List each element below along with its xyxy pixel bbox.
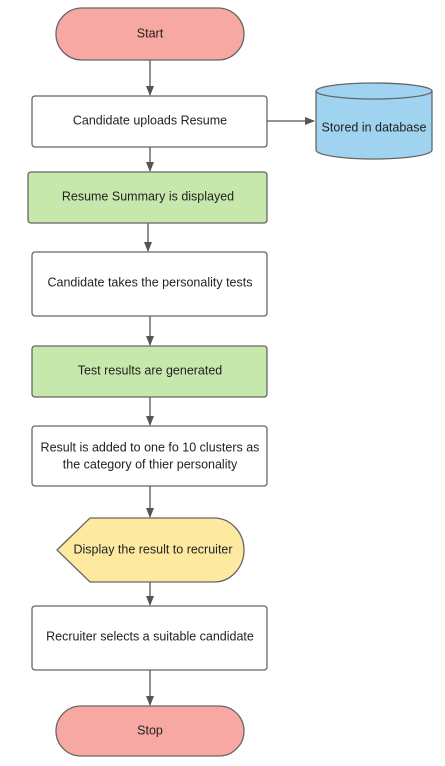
recruiter-label: Recruiter selects a suitable candidate [46,629,254,643]
upload-label: Candidate uploads Resume [73,113,227,127]
stop-shape [55,705,245,757]
start-shape [55,7,245,61]
clusters-label-line2: the category of thier personality [63,457,238,471]
results-shape [31,345,268,398]
summary-label: Resume Summary is displayed [62,189,234,203]
results-node: Test results are generated [31,345,268,398]
database-cylinder-top [315,82,433,100]
results-label: Test results are generated [78,363,223,377]
start-label: Start [137,26,164,40]
tests-shape [31,251,268,317]
upload-shape [31,95,268,148]
clusters-shape [31,425,268,487]
database-node: Stored in database [315,82,433,160]
clusters-label-line1: Result is added to one fo 10 clusters as [41,440,260,454]
tests-label: Candidate takes the personality tests [48,275,253,289]
start-node: Start [55,7,245,61]
stop-label: Stop [137,723,163,737]
recruiter-shape [31,605,268,671]
database-label: Stored in database [322,120,427,134]
stop-node: Stop [55,705,245,757]
database-cylinder-body [315,90,433,160]
recruiter-node: Recruiter selects a suitable candidate [31,605,268,671]
tests-node: Candidate takes the personality tests [31,251,268,317]
display-label: Display the result to recruiter [73,542,232,556]
connectors [144,60,315,706]
clusters-node: Result is added to one fo 10 clusters as… [31,425,268,487]
summary-node: Resume Summary is displayed [27,171,268,224]
summary-shape [27,171,268,224]
upload-node: Candidate uploads Resume [31,95,268,148]
display-shape [56,517,245,583]
display-node: Display the result to recruiter [56,517,245,583]
